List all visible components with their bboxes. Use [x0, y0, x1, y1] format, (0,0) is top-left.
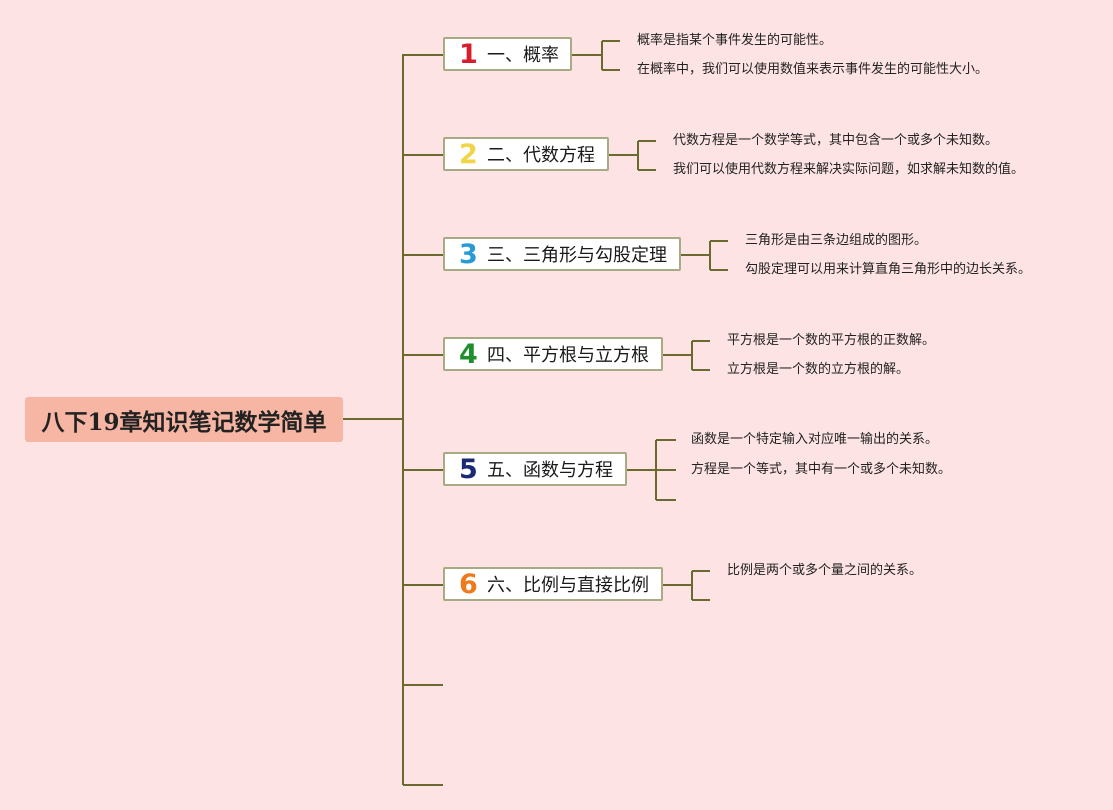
number-1-icon: 1 — [459, 38, 478, 70]
detail-text: 勾股定理可以用来计算直角三角形中的边长关系。 — [745, 262, 1032, 277]
topic-functions-equations[interactable]: 5 五、函数与方程 — [443, 452, 627, 486]
detail-text: 代数方程是一个数学等式，其中包含一个或多个未知数。 — [673, 133, 999, 148]
topic-proportion[interactable]: 6 六、比例与直接比例 — [443, 567, 663, 601]
topic-square-cube-roots[interactable]: 4 四、平方根与立方根 — [443, 337, 663, 371]
number-4-icon: 4 — [459, 338, 478, 370]
detail-text: 比例是两个或多个量之间的关系。 — [727, 563, 923, 578]
number-3-icon: 3 — [459, 238, 478, 270]
number-6-icon: 6 — [459, 568, 478, 600]
detail-text: 我们可以使用代数方程来解决实际问题，如求解未知数的值。 — [673, 162, 1025, 177]
topic-label: 一、概率 — [487, 45, 559, 66]
topic-algebraic-equations[interactable]: 2 二、代数方程 — [443, 137, 609, 171]
topic-label: 五、函数与方程 — [487, 460, 613, 481]
topic-triangles-pythagoras[interactable]: 3 三、三角形与勾股定理 — [443, 237, 681, 271]
detail-text: 立方根是一个数的立方根的解。 — [727, 362, 910, 377]
number-2-icon: 2 — [459, 138, 478, 170]
topic-label: 三、三角形与勾股定理 — [487, 245, 667, 266]
topic-label: 六、比例与直接比例 — [487, 575, 649, 596]
detail-text: 在概率中，我们可以使用数值来表示事件发生的可能性大小。 — [637, 62, 989, 77]
detail-text: 三角形是由三条边组成的图形。 — [745, 233, 928, 248]
topic-label: 四、平方根与立方根 — [487, 345, 649, 366]
topic-label: 二、代数方程 — [487, 145, 595, 166]
detail-text: 概率是指某个事件发生的可能性。 — [637, 33, 833, 48]
number-5-icon: 5 — [459, 453, 478, 485]
root-topic[interactable]: 八下19章知识笔记数学简单 — [25, 397, 343, 442]
detail-text: 函数是一个特定输入对应唯一输出的关系。 — [691, 432, 939, 447]
topic-probability[interactable]: 1 一、概率 — [443, 37, 572, 71]
detail-text: 平方根是一个数的平方根的正数解。 — [727, 333, 936, 348]
detail-text: 方程是一个等式，其中有一个或多个未知数。 — [691, 462, 952, 477]
